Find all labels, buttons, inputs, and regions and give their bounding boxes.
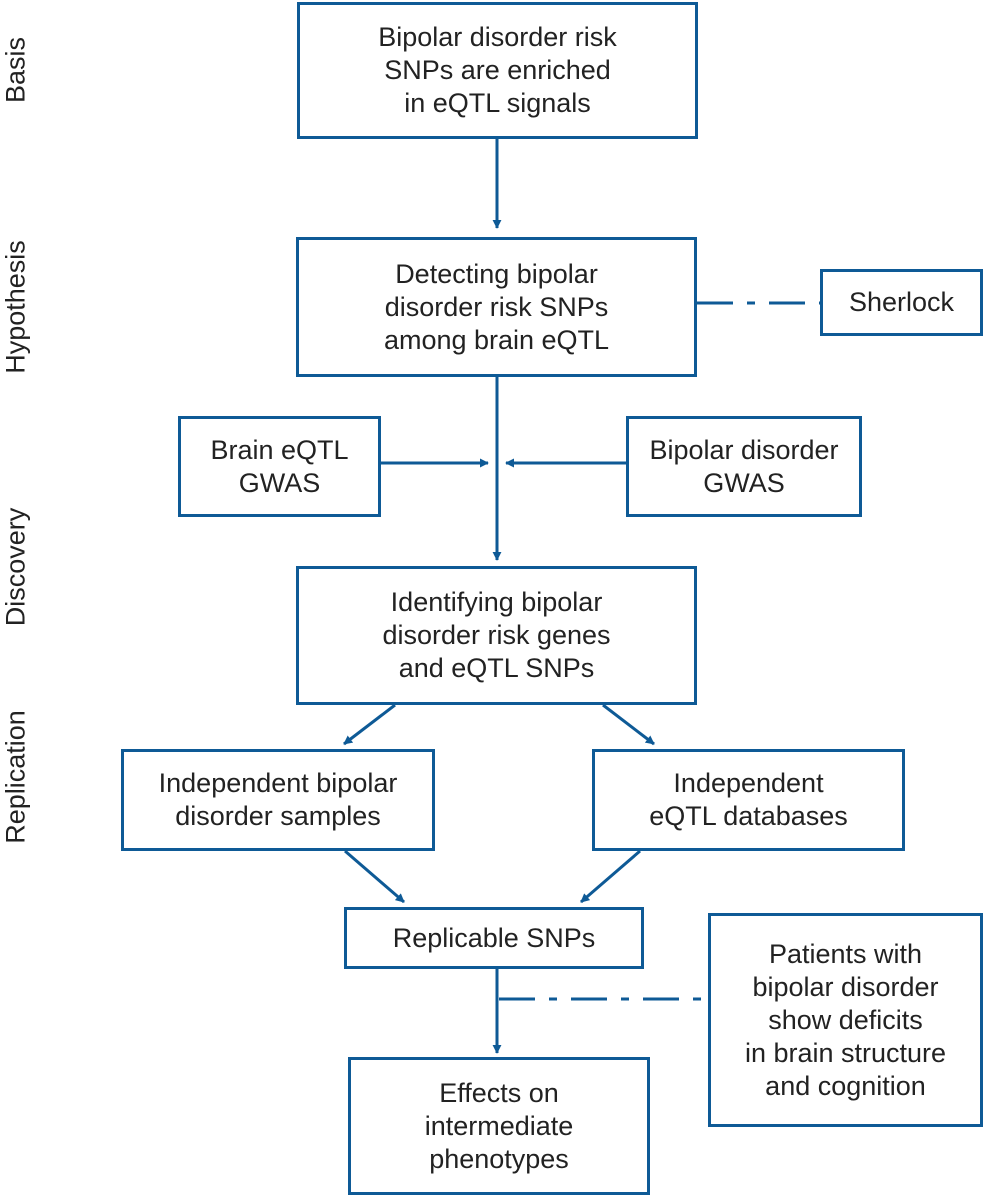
node-independent-databases: Independent eQTL databases bbox=[592, 749, 905, 851]
node-line: Effects on bbox=[439, 1077, 559, 1108]
node-replicable-snps: Replicable SNPs bbox=[344, 907, 644, 969]
node-line: Detecting bipolar bbox=[395, 258, 598, 289]
node-line: Independent bipolar bbox=[158, 768, 398, 798]
node-effects-phenotypes: Effects on intermediate phenotypes bbox=[348, 1057, 650, 1195]
node-line: disorder risk SNPs bbox=[384, 291, 609, 322]
node-line: Bipolar disorder risk bbox=[378, 22, 617, 52]
node-line: Replicable SNPs bbox=[392, 922, 596, 953]
node-line: and cognition bbox=[765, 1070, 926, 1101]
arrow-samples-to-replicable bbox=[344, 849, 405, 904]
node-line: Sherlock bbox=[848, 287, 955, 317]
node-brain-eqtl-gwas: Brain eQTL GWAS bbox=[178, 416, 381, 517]
arrow-identifying-to-databases bbox=[602, 703, 655, 746]
node-line: disorder risk genes bbox=[382, 620, 611, 650]
arrow-databases-to-replicable bbox=[580, 849, 641, 904]
node-bipolar-disorder-gwas: Bipolar disorder GWAS bbox=[626, 416, 862, 517]
node-line: among brain eQTL bbox=[383, 324, 610, 355]
arrow-identifying-to-samples bbox=[343, 703, 396, 746]
node-line: and eQTL SNPs bbox=[398, 653, 595, 683]
node-line: Brain eQTL bbox=[210, 434, 349, 465]
node-line: in eQTL signals bbox=[404, 88, 591, 118]
node-detecting-risk-snps: Detecting bipolar disorder risk SNPs amo… bbox=[296, 237, 697, 377]
node-line: intermediate bbox=[424, 1110, 574, 1141]
node-line: Patients with bbox=[768, 938, 923, 969]
node-line: eQTL databases bbox=[649, 801, 848, 831]
node-line: phenotypes bbox=[429, 1143, 569, 1174]
node-line: show deficits bbox=[768, 1004, 923, 1035]
node-line: GWAS bbox=[238, 467, 321, 498]
node-line: in brain structure bbox=[744, 1037, 947, 1068]
node-line: GWAS bbox=[703, 467, 785, 498]
node-sherlock: Sherlock bbox=[820, 269, 983, 336]
node-line: Independent bbox=[673, 768, 824, 798]
node-patients-deficits: Patients with bipolar disorder show defi… bbox=[708, 913, 983, 1127]
node-snps-enriched: Bipolar disorder risk SNPs are enriched … bbox=[297, 2, 698, 139]
node-independent-samples: Independent bipolar disorder samples bbox=[121, 749, 435, 851]
stage-label-basis: Basis bbox=[0, 36, 31, 104]
stage-label-discovery: Discovery bbox=[0, 507, 31, 627]
node-line: SNPs are enriched bbox=[384, 55, 611, 85]
stage-label-hypothesis: Hypothesis bbox=[0, 240, 31, 374]
node-line: Bipolar disorder bbox=[649, 434, 839, 465]
stage-label-replication: Replication bbox=[0, 710, 31, 844]
node-line: bipolar disorder bbox=[752, 971, 939, 1002]
node-line: Identifying bipolar bbox=[390, 587, 603, 617]
node-identifying-risk-genes: Identifying bipolar disorder risk genes … bbox=[296, 566, 697, 705]
node-line: disorder samples bbox=[175, 801, 381, 831]
